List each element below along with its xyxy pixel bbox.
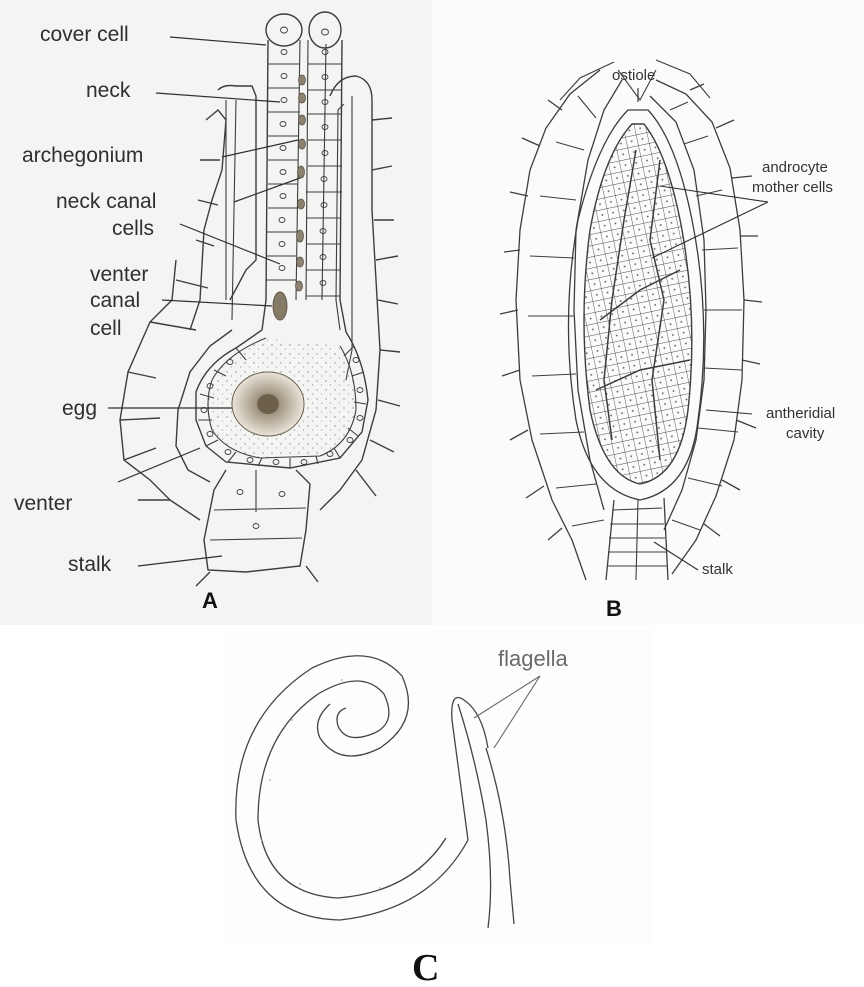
label-neck: neck (86, 80, 130, 101)
label-egg: egg (62, 398, 97, 419)
archegonium-drawing (120, 12, 400, 586)
label-archegonium: archegonium (22, 145, 143, 166)
label-ostiole: ostiole (612, 68, 655, 83)
antheridium-drawing (500, 60, 762, 580)
label-androcyte-line-2: mother cells (752, 180, 833, 195)
label-neck-canal-cells: cells (112, 218, 154, 239)
panel-c-pointer-lines (474, 676, 540, 748)
label-antheridial-line-1: antheridial (766, 406, 835, 421)
label-stalk-a: stalk (68, 554, 111, 575)
label-androcyte-line-1: androcyte (762, 160, 828, 175)
label-flagella: flagella (498, 648, 568, 670)
panel-letter-b: B (606, 596, 622, 622)
label-venter: venter (14, 493, 72, 514)
label-stalk-b: stalk (702, 562, 733, 577)
panel-letter-a: A (202, 588, 218, 614)
label-neck-canal: neck canal (56, 191, 156, 212)
panel-letter-c: C (412, 946, 439, 987)
label-cover-cell: cover cell (40, 24, 129, 45)
label-antheridial-line-2: cavity (786, 426, 824, 441)
label-venter-canal-canal: canal (90, 290, 140, 311)
spermatozoid-drawing (236, 656, 514, 928)
label-venter-canal-venter: venter (90, 264, 148, 285)
label-venter-canal-cell: cell (90, 318, 122, 339)
